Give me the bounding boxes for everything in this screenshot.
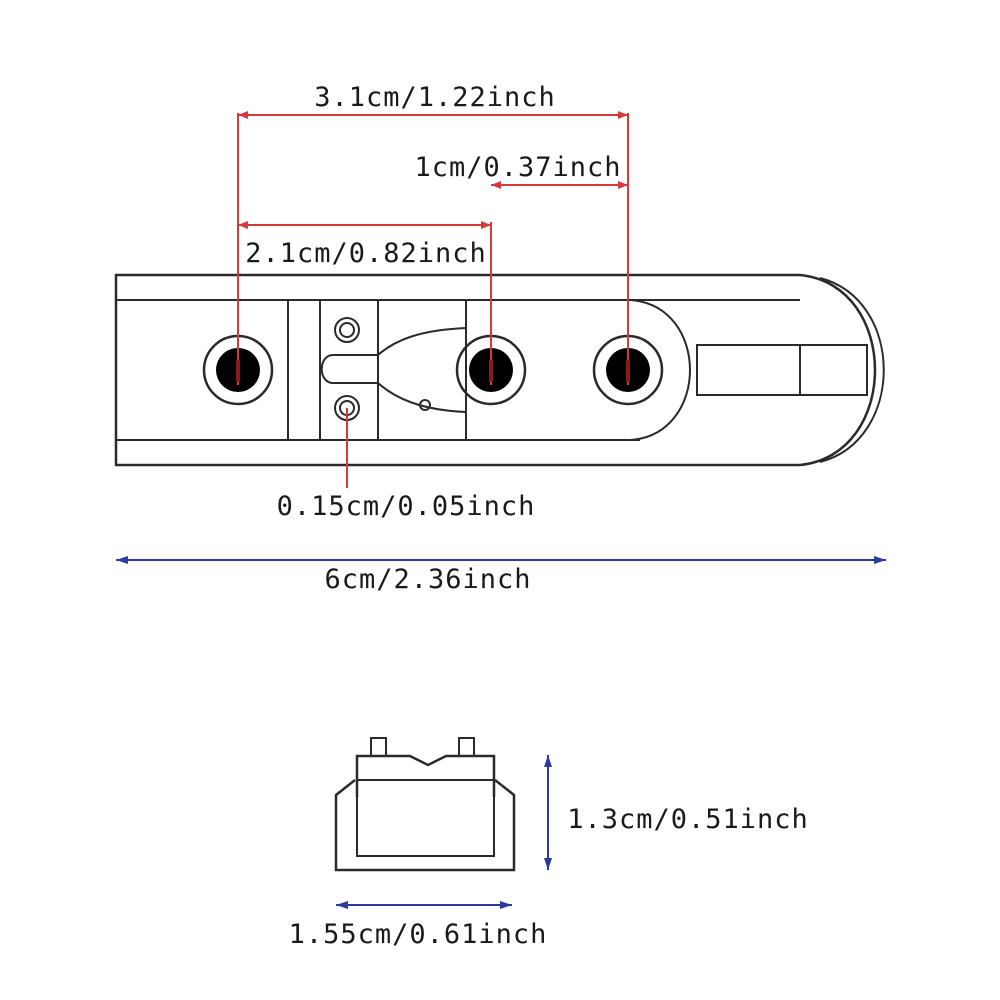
end-view-inner [356, 797, 495, 857]
end-view [334, 737, 516, 872]
small-hole-top-inner [339, 322, 355, 338]
red-dimensions [237, 113, 629, 488]
top-view [114, 273, 885, 467]
label-total-hole-span: 3.1cm/1.22inch [314, 82, 556, 113]
hole-center-marks [236, 360, 630, 382]
slot-tongue [320, 354, 378, 384]
body-outline [114, 273, 877, 467]
label-overall-length: 6cm/2.36inch [324, 564, 531, 595]
label-left-to-middle: 2.1cm/0.82inch [245, 238, 487, 269]
blue-height-dimension [544, 755, 552, 870]
label-middle-to-right: 1cm/0.37inch [414, 152, 621, 183]
blue-width-dimension [336, 901, 512, 909]
end-view-pin-right [458, 737, 475, 757]
end-view-pin-left [370, 737, 387, 757]
right-slot [696, 344, 868, 396]
end-view-outer [334, 779, 516, 872]
end-view-top-block [355, 754, 496, 797]
label-width: 1.55cm/0.61inch [289, 919, 548, 950]
inner-plate [116, 299, 691, 441]
pin-dot [419, 399, 431, 411]
body-end-curve [819, 277, 885, 463]
label-small-hole: 0.15cm/0.05inch [277, 491, 536, 522]
small-hole-top [334, 317, 360, 343]
blue-length-dimension [116, 556, 886, 564]
wedge-block [377, 327, 467, 413]
red-arrowheads [238, 111, 628, 229]
label-height: 1.3cm/0.51inch [567, 804, 809, 835]
